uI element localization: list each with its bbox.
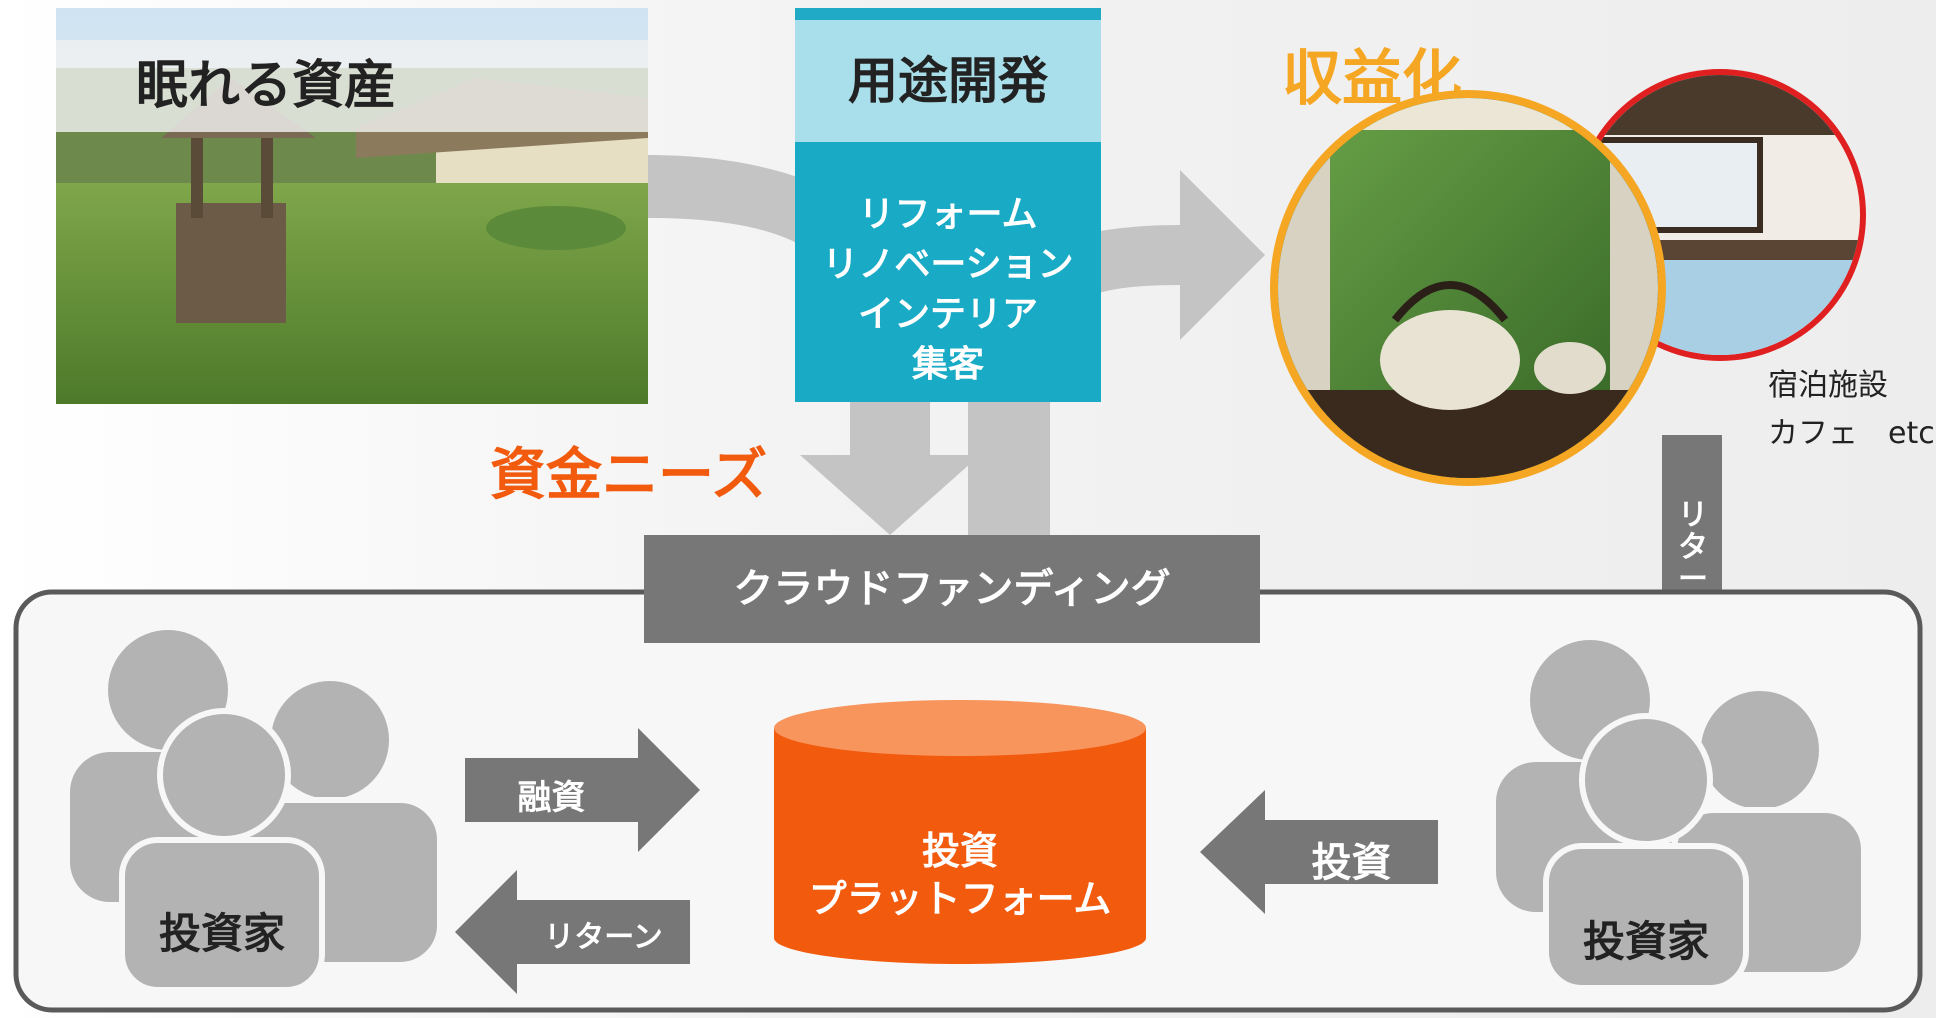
facility-lodging: 宿泊施設: [1768, 368, 1888, 403]
platform-cylinder: [774, 700, 1146, 964]
invest-arrow: [1200, 790, 1438, 914]
investor-right-label: 投資家: [1582, 917, 1709, 966]
platform-label-line1: 投資: [921, 829, 998, 873]
dev-item-reform: リフォーム: [858, 194, 1038, 235]
invest-label: 投資: [1311, 840, 1392, 886]
facility-cafe: カフェ etc: [1768, 416, 1935, 451]
development-body: [795, 142, 1101, 402]
loan-label: 融資: [517, 778, 586, 818]
return-label: リターン: [544, 920, 663, 955]
funding-needs-title: 資金ニーズ: [490, 443, 768, 508]
investor-left-label: 投資家: [158, 909, 285, 958]
asset-title: 眠れる資産: [135, 56, 396, 116]
platform-label-line2: プラットフォーム: [808, 877, 1112, 921]
development-title: 用途開発: [848, 52, 1048, 110]
return-arrow-left: [455, 870, 690, 994]
dev-item-renovation: リノベーション: [822, 244, 1074, 285]
asset-title-banner: [56, 40, 648, 132]
investor-group-right-icon: [1496, 640, 1867, 991]
dev-item-attract: 集客: [911, 344, 984, 385]
crowdfunding-label: クラウドファンディング: [733, 566, 1171, 612]
loan-arrow: [465, 728, 700, 852]
investor-group-left-icon: [70, 630, 443, 993]
development-header: [795, 8, 1101, 142]
return-vertical-char: タ: [1678, 530, 1708, 565]
dev-item-interior: インテリア: [857, 294, 1038, 335]
crowdfunding-bar: [644, 535, 1260, 643]
return-vertical-char: リ: [1678, 498, 1708, 533]
